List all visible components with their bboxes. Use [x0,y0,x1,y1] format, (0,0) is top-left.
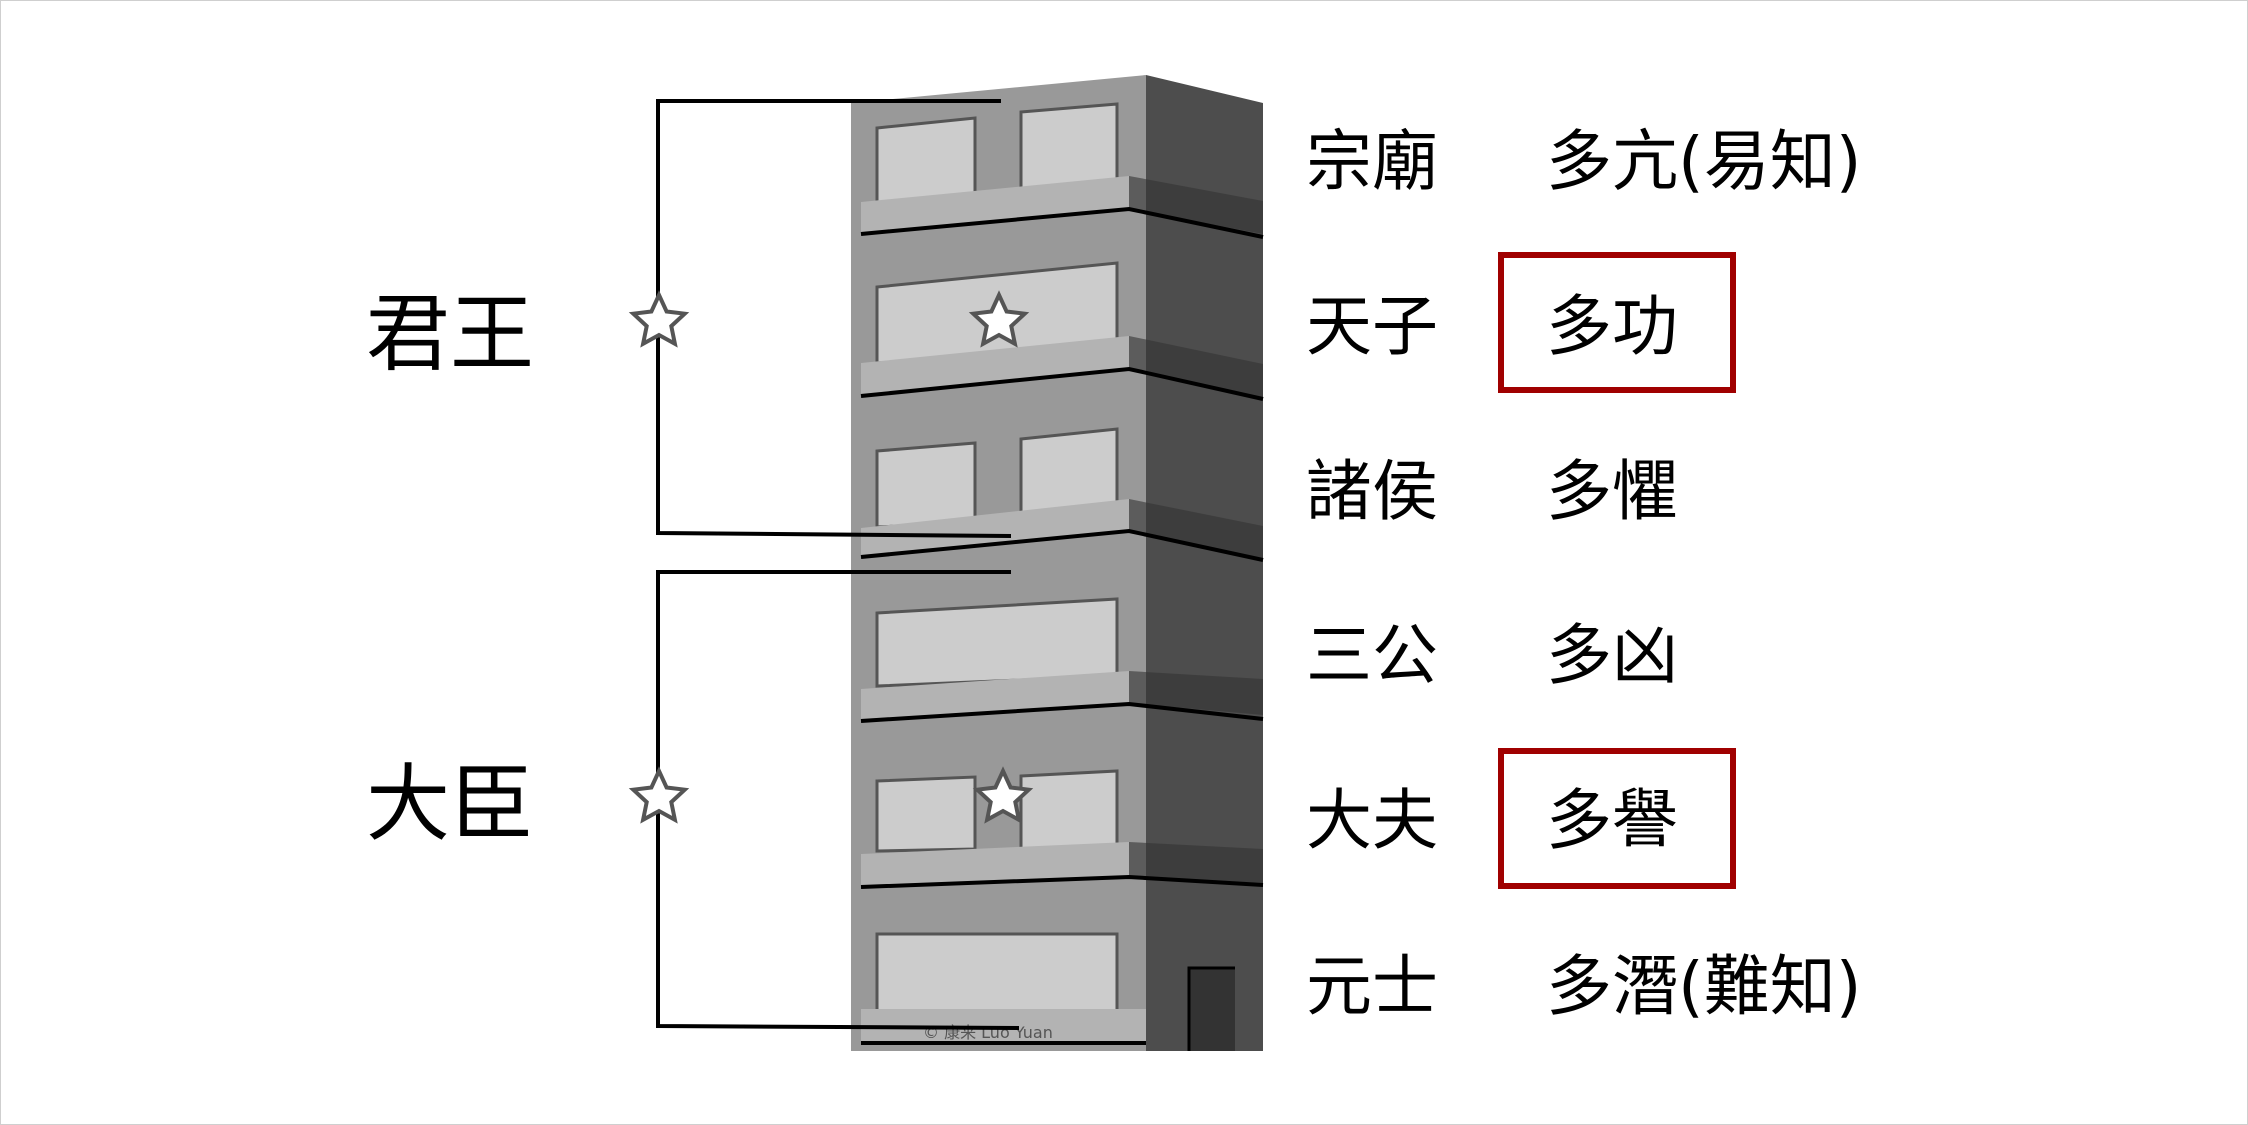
group-label-minister: 大臣 [366,755,534,853]
star-outline-icon [628,766,690,824]
floor-line [860,701,1264,723]
trait-label: 多亢(易知) [1546,123,1862,200]
floor-line [860,874,1264,889]
floor-line [860,528,1264,562]
window [875,597,1119,688]
rank-label: 大夫 [1306,782,1438,859]
trait-label: 多譽 [1546,782,1678,859]
highlight-box-dafu [1498,748,1736,889]
balcony-side [1129,671,1263,715]
highlight-box-tianzi [1498,252,1736,393]
window [1019,769,1119,851]
side-door [1189,968,1235,1051]
balcony [861,499,1129,557]
building: © 康来 Luo Yuan [851,75,1264,1051]
rank-label: 諸侯 [1306,453,1438,530]
balcony [861,336,1129,394]
balcony-side [1129,176,1263,234]
rank-label: 天子 [1306,288,1438,365]
trait-label: 多功 [1546,288,1678,365]
window [1019,102,1119,193]
star-outline-icon [972,766,1034,824]
trait-label: 多懼 [1546,453,1678,530]
window [875,932,1119,1014]
star-outline-icon [968,290,1030,348]
balcony-side [1129,499,1263,558]
window [875,775,977,853]
balcony [861,176,1129,233]
star-outline-icon [628,290,690,348]
balcony-side [1129,336,1263,397]
window [875,441,977,529]
rank-label: 元士 [1306,948,1438,1025]
rank-label: 宗廟 [1306,123,1438,200]
rank-label: 三公 [1306,617,1438,694]
trait-label: 多凶 [1546,617,1678,694]
floor-line [860,206,1264,239]
balcony-side [1129,842,1263,883]
trait-label: 多潛(難知) [1546,948,1862,1025]
group-label-ruler: 君王 [366,285,534,383]
floor-line [860,366,1264,401]
building-side [1146,75,1263,1051]
balcony [861,842,1129,886]
side-door-frame [1187,966,1235,1051]
